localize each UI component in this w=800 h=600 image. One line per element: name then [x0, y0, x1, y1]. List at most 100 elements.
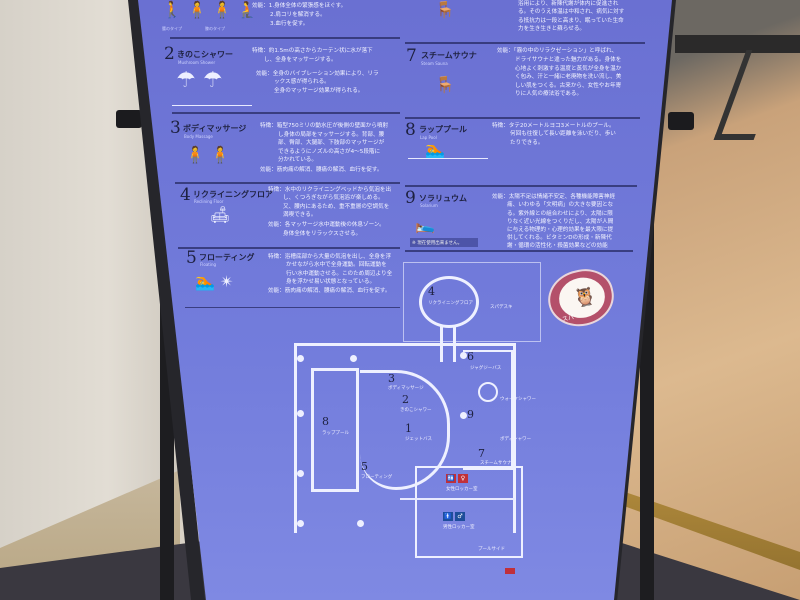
description-text: 満喫できる。	[283, 212, 317, 218]
description-text: 又、腰内にあるため、重不重層の空調気を	[283, 204, 390, 210]
description-text: 特徴：約1.5mの高さからカーテン状に水が落下	[252, 48, 373, 54]
description-text: 痛、いわゆる「文明病」の大きな要因とな	[507, 202, 614, 208]
map-outline	[419, 276, 479, 328]
restroom-icon: 🚹	[443, 512, 453, 521]
map-outline	[311, 368, 359, 492]
map-label: スパデスキ	[490, 305, 513, 310]
description-text: 全身のマッサージ効果が得られる。	[274, 88, 364, 94]
description-text: る抵抗力は一段と高まり、眠っていた生命	[518, 18, 624, 24]
section-title: ボディマッサージ	[183, 124, 247, 133]
description-text: 特徴：箱型750ミリの動水圧が後側の壁面から噴射	[260, 123, 389, 129]
stand-handle-left	[116, 110, 142, 128]
divider	[405, 42, 645, 44]
section-number: 4	[180, 185, 191, 205]
map-number: 1	[405, 422, 412, 435]
restroom-icon: ♀	[458, 474, 468, 483]
map-label: フローティング	[361, 475, 393, 480]
restroom-icon: ♂	[455, 512, 465, 521]
you-are-here-marker	[505, 568, 515, 574]
section-number: 3	[170, 118, 181, 138]
sign-element: ※ 現在使用出来ません。	[410, 238, 478, 247]
section-subtitle: Solarium	[420, 203, 438, 208]
floating-figure-icon: 🏊 ✴	[195, 272, 234, 291]
description-text: 効能：太陽不足は情緒不安定、各種機能障害神経	[492, 194, 616, 200]
description-text: 3.血行を促す。	[270, 21, 309, 27]
divider	[170, 37, 400, 39]
map-label: 女性ロッカー室	[446, 487, 478, 492]
map-label: ラッププール	[322, 431, 349, 436]
description-text: ドライサウナと違った魅力がある。身体を	[515, 57, 622, 63]
description-text: に与える物理的・心理的効果を最大限に提	[507, 227, 614, 233]
description-text: る。そのうえ体温は中和され、病気に対す	[518, 9, 625, 15]
section-subtitle: 腰のタイプ	[162, 26, 182, 31]
sitting-figure-icon: 🪑	[435, 75, 455, 94]
swimmer-icon: 🏊	[425, 140, 445, 159]
map-label: ジェットバス	[405, 437, 432, 442]
divider	[185, 307, 400, 308]
section-subtitle: Lap Pool	[420, 135, 437, 140]
map-fixture	[460, 352, 467, 359]
map-fixture	[297, 470, 304, 477]
divider	[405, 185, 637, 187]
description-text: 効能：筋肉痛の解消、腰痛の解消、血行を促す。	[268, 288, 391, 294]
description-text: 特徴：水中のリクライニングベッドから気泡を出	[268, 187, 392, 193]
divider	[175, 182, 400, 184]
solarium-figure-icon: 🛌	[415, 215, 435, 234]
floor-line	[400, 498, 515, 500]
section-subtitle: 膝のタイプ	[205, 26, 225, 31]
map-label: ジャグジーバス	[470, 366, 502, 371]
map-fixture	[460, 412, 467, 419]
map-label: スチームサウナ	[480, 461, 512, 466]
reclining-figure-icon: 🛋	[210, 205, 231, 224]
description-text: 何回も往復して長い距離を泳いだり、歩い	[510, 131, 616, 137]
description-text: 特徴：浴槽底部から大量の気泡を出し、全身を浮	[268, 254, 392, 260]
map-label: ウォークシャワー	[500, 397, 536, 402]
description-text: しい肌をつくる。古来から、女性やお年寄	[515, 83, 622, 89]
description-text: し、全身をマッサージする。	[264, 57, 337, 63]
map-outline	[478, 382, 498, 402]
map-number: 9	[467, 408, 474, 421]
section-number: 2	[164, 44, 175, 64]
section-title: きのこシャワー	[177, 50, 233, 59]
stand-handle-right	[668, 112, 694, 130]
section-number: 9	[405, 188, 416, 208]
description-text: 2.肩コリを解消する。	[270, 12, 326, 18]
description-text: ックス感が得られる。	[274, 79, 330, 85]
section-title: ラッププール	[419, 125, 467, 134]
divider	[405, 250, 633, 252]
description-text: 行い水中運動させる。このため周辺より全	[286, 271, 393, 277]
map-number: 6	[467, 350, 474, 363]
map-outline	[403, 262, 541, 342]
description-text: 部、臀部、大腿部、下肢部のマッサージが	[278, 140, 385, 146]
map-label: きのこシャワー	[400, 408, 432, 413]
map-fixture	[297, 355, 304, 362]
section-subtitle: Steam Sauna	[421, 61, 448, 66]
description-text: 謝・循環の活性化・殺菌効果などの効能	[507, 243, 608, 249]
section-title: スチームサウナ	[421, 51, 477, 60]
description-text: たりできる。	[510, 140, 544, 146]
description-text: 分かれている。	[278, 157, 317, 163]
map-fixture	[357, 520, 364, 527]
map-number: 4	[428, 285, 435, 298]
description-text: 心地よく刺激する温度と蒸気が全身を温か	[515, 66, 622, 72]
description-text: 身体全体をリラックスさせる。	[283, 231, 362, 237]
sign-element: スパ	[561, 313, 575, 324]
section-title: リクライニングフロア	[193, 190, 273, 199]
map-number: 3	[388, 372, 395, 385]
map-outline	[360, 370, 450, 490]
description-text: りに人気の療法浴である。	[515, 91, 583, 97]
section-subtitle: Reclining Floor	[194, 199, 224, 204]
map-number: 5	[361, 460, 368, 473]
sitting-figure-icon: 🪑	[435, 0, 455, 19]
description-text: 供してくれる。ビタミンDの形成・新陳代	[507, 235, 612, 241]
description-text: 浴用により、新陳代謝が体内に促進され	[518, 1, 619, 7]
section-subtitle: Floating	[200, 262, 217, 267]
section-subtitle: Body Massage	[184, 134, 213, 139]
table-top	[675, 35, 800, 53]
map-fixture	[350, 355, 357, 362]
divider	[405, 117, 640, 119]
map-fixture	[297, 410, 304, 417]
description-text: 効能：全身のバイブレーション効果により、リラ	[256, 71, 379, 77]
map-label: ボディマッサージ	[388, 386, 424, 391]
